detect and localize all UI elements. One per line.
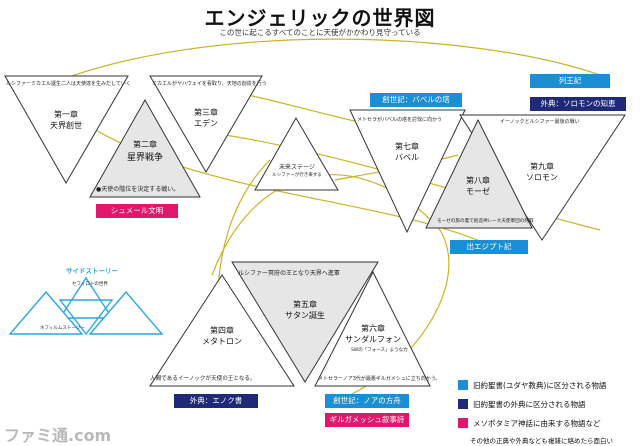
- ch4-name: 第四章: [210, 326, 234, 335]
- label-sumer: シュメール文明: [96, 204, 178, 218]
- side-story-title: サイドストーリー: [66, 267, 118, 275]
- side-triangle-top: [58, 276, 114, 319]
- ch7-name: 第七章: [395, 142, 419, 151]
- ch1-sub: 天界創世: [50, 121, 82, 130]
- curve-ch1-ch9: [39, 38, 601, 89]
- side-triangle-right: [88, 290, 164, 335]
- ch9-name: 第九章: [530, 162, 554, 171]
- label-babel: 創世記：バベルの塔: [370, 93, 462, 107]
- legend-footer: その他の正典や外典なども複雑に絡めたら面白い: [470, 437, 613, 445]
- ch6-note1: SWの「フォース」ような力: [351, 348, 408, 353]
- page-subtitle: この世に起こるすべてのことに天使がかかわり見守っている: [219, 28, 421, 37]
- side-triangle-left: [8, 290, 84, 335]
- legend-swatch-1: [458, 380, 468, 390]
- triangle-ch3: [149, 75, 263, 173]
- watermark-logo: ファミ通.com: [4, 426, 112, 445]
- ch3-note: ミカエルがヤハウェイを看取り、天地の創造を行う: [152, 81, 267, 87]
- legend-swatch-2: [458, 399, 468, 409]
- ch8-sub: モーゼ: [466, 187, 490, 196]
- label-solomon: 外典：ソロモンの知恵: [530, 97, 626, 111]
- label-gilgamesh: ギルガメッシュ叙事詩: [325, 413, 409, 427]
- ch2-note: ●天使の階位を決定する戦い。: [96, 186, 180, 193]
- label-retsuouki: 列王記: [530, 74, 610, 88]
- ch7-sub: バベル: [395, 153, 419, 162]
- ch3-name: 第三章: [194, 108, 218, 117]
- ch5-sub: サタン誕生: [285, 311, 325, 320]
- ch5-note: ルシファー冥府の王となり天界へ進軍: [238, 270, 340, 277]
- side-triangle-mid: [58, 299, 114, 336]
- ch7-note: メトセラがバベルの塔を討伐に向かう: [357, 117, 443, 123]
- triangle-ch2: [89, 98, 201, 198]
- triangle-ch6: [314, 270, 431, 387]
- label-exodus: 出エジプト記: [450, 240, 528, 254]
- ch6-note2: メトセラーノア3代が最悪ギルガメシュに立ち向かう。: [318, 376, 441, 382]
- side-story-sub: セフィロトの世界: [72, 282, 108, 287]
- legend-swatch-3: [458, 418, 468, 428]
- side-story-bottom: ネフィルムストーリー: [40, 326, 85, 331]
- ch8-note: モーゼの旅の裏で創造神レー大天使軍団の死闘: [437, 219, 534, 224]
- ch1-note: ルシファーミカエル誕生二人は天使達を生みだしていく: [6, 81, 131, 87]
- triangle-ch7: [349, 109, 466, 234]
- ch3-sub: エデン: [194, 119, 218, 128]
- ch6-name: 第六章: [361, 324, 385, 333]
- center-title: 未来ステージ: [279, 164, 315, 171]
- ch2-sub: 星界戦争: [126, 153, 163, 163]
- ch2-name: 第二章: [133, 140, 157, 149]
- legend-item-3: メソポタミア神話に由来する物語など: [473, 419, 601, 428]
- ch4-sub: メタトロン: [202, 337, 242, 346]
- triangle-ch4: [149, 274, 295, 387]
- ch8-name: 第八章: [466, 176, 490, 185]
- page-title: エンジェリックの世界図: [204, 6, 436, 30]
- triangle-ch1: [4, 75, 129, 185]
- ch6-sub: サンダルフォン: [345, 335, 401, 344]
- label-enoch: 外典：エノク書: [174, 394, 258, 408]
- ch9-note: イーノックとルシファー最後の戦い: [500, 119, 580, 125]
- legend-item-2: 旧約聖書の外典に区分される物語: [473, 400, 586, 409]
- label-noah: 創世記：ノアの方舟: [325, 394, 409, 408]
- ch4-note: 人間であるイーノックが天使の王となる。: [150, 376, 256, 382]
- ch1-name: 第一章: [54, 110, 78, 119]
- ch9-sub: ソロモン: [526, 173, 558, 182]
- ch5-name: 第五章: [293, 300, 317, 309]
- triangle-ch8: [425, 118, 533, 229]
- triangle-center: [254, 116, 339, 191]
- triangle-ch5: [231, 261, 379, 383]
- legend-item-1: 旧約聖書(ユダヤ教典)に区分される物語: [473, 381, 607, 390]
- center-subtitle: ルシファーが行き来する: [272, 173, 322, 178]
